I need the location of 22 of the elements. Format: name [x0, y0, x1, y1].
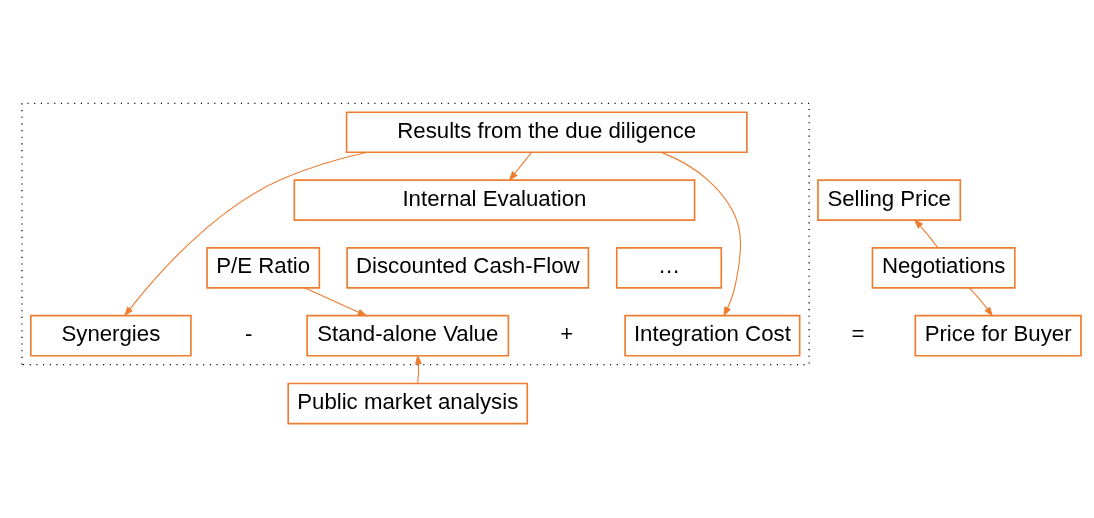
- node-box: Discounted Cash-Flow: [346, 247, 590, 289]
- node-box: Stand-alone Value: [306, 314, 510, 357]
- node-box: Negotiations: [871, 247, 1016, 289]
- node-box: Public market analysis: [287, 382, 529, 425]
- node-box: Synergies: [30, 314, 192, 357]
- label: -: [245, 321, 253, 347]
- node-box: …: [615, 247, 723, 289]
- arrow: [913, 218, 939, 249]
- arrow: [661, 151, 742, 317]
- arrow: [304, 287, 368, 317]
- node-box: Results from the due diligence: [345, 111, 748, 154]
- label: +: [560, 321, 574, 347]
- arrow: [968, 287, 994, 317]
- node-box: P/E Ratio: [206, 247, 321, 289]
- label: =: [851, 321, 865, 347]
- node-box: Selling Price: [817, 179, 962, 221]
- arrow: [124, 151, 368, 317]
- arrow: [414, 354, 422, 384]
- node-box: Price for Buyer: [914, 314, 1082, 357]
- node-box: Internal Evaluation: [293, 179, 696, 221]
- node-box: Integration Cost: [624, 314, 801, 357]
- arrow: [508, 151, 533, 182]
